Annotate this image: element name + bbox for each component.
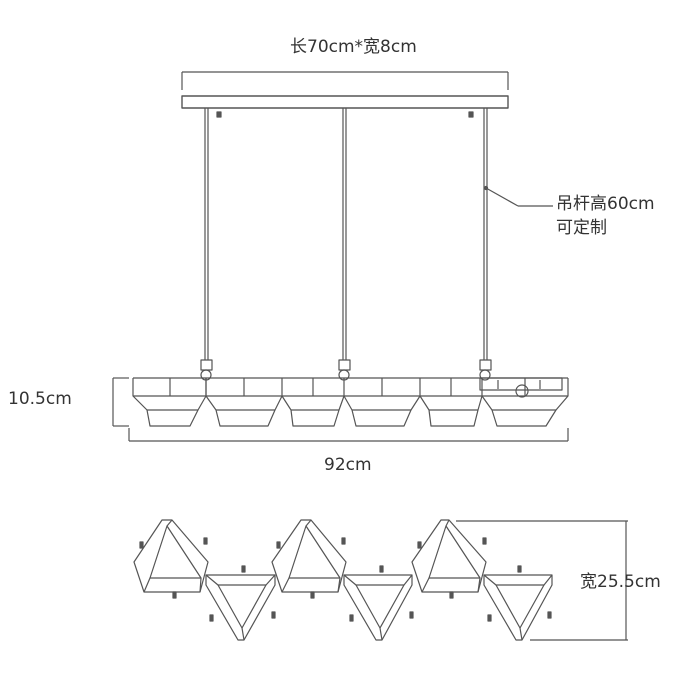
shade-row-side-view — [132, 377, 569, 427]
rod-height-leader — [483, 185, 553, 207]
canopy-width-dimension — [181, 71, 509, 90]
depth-label: 宽25.5cm — [580, 572, 661, 592]
top-shade-2 — [205, 574, 276, 641]
ceiling-canopy — [181, 95, 509, 109]
canopy-screw-right — [468, 111, 474, 118]
top-shade-5 — [411, 519, 487, 593]
top-shade-4 — [343, 574, 413, 641]
total-length-label: 92cm — [324, 455, 372, 475]
top-view-shades — [133, 519, 553, 641]
rod-height-label: 吊杆高60cm — [556, 194, 655, 214]
top-shade-3 — [271, 519, 347, 593]
rod-customizable-label: 可定制 — [556, 218, 607, 238]
shade-height-dimension — [112, 377, 129, 427]
canopy-size-label: 长70cm*宽8cm — [290, 37, 417, 57]
top-shade-1 — [133, 519, 209, 593]
suspension-rods — [204, 108, 488, 360]
rod-clips — [200, 359, 492, 381]
depth-dimension — [456, 520, 628, 641]
canopy-screw-left — [216, 111, 222, 118]
shade-height-label: 10.5cm — [8, 389, 72, 409]
top-shade-6 — [483, 574, 553, 641]
top-view-screws — [139, 537, 552, 622]
total-length-dimension — [128, 428, 569, 442]
